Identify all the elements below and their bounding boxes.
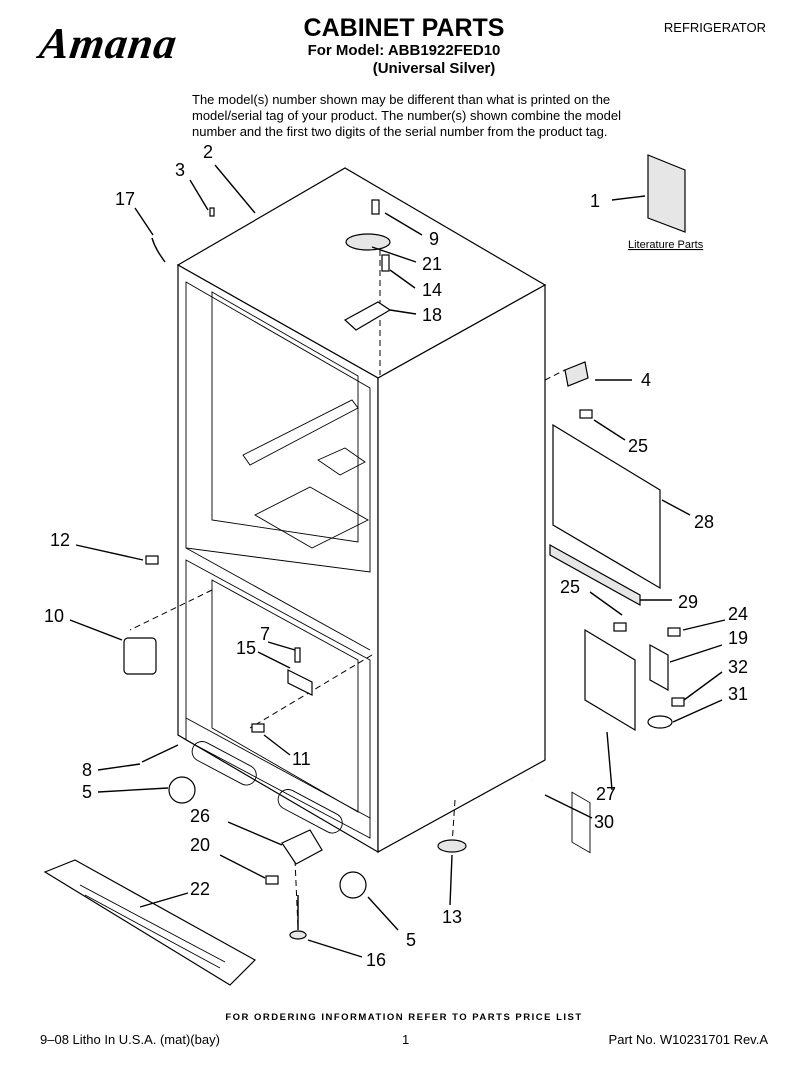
callout-30: 30	[594, 812, 614, 832]
callout-3: 3	[175, 160, 185, 180]
part-number: Part No. W10231701 Rev.A	[608, 1032, 768, 1047]
callout-10: 10	[44, 606, 64, 626]
callout-19: 19	[728, 628, 748, 648]
callout-31: 31	[728, 684, 748, 704]
leader-lines	[69, 164, 726, 958]
callout-17: 17	[115, 189, 135, 209]
literature-parts-label: Literature Parts	[628, 239, 704, 251]
callout-18: 18	[422, 305, 442, 325]
callout-26: 26	[190, 806, 210, 826]
callout-numbers: 1 2 3 4 5 5 7 8 9 10 11 12 13 14 15 16 1…	[44, 142, 748, 970]
callout-15: 15	[236, 638, 256, 658]
callout-24: 24	[728, 604, 748, 624]
callout-32: 32	[728, 657, 748, 677]
callout-7: 7	[260, 624, 270, 644]
callout-14: 14	[422, 280, 442, 300]
callout-16: 16	[366, 950, 386, 970]
print-info: 9–08 Litho In U.S.A. (mat)(bay)	[40, 1032, 220, 1047]
cabinet-body	[129, 167, 566, 929]
callout-28: 28	[694, 512, 714, 532]
callout-22: 22	[190, 879, 210, 899]
callout-11: 11	[292, 749, 311, 769]
callout-20: 20	[190, 835, 210, 855]
callout-2: 2	[203, 142, 213, 162]
page-title: CABINET PARTS	[303, 14, 505, 42]
page-number: 1	[402, 1032, 410, 1047]
component-parts	[43, 154, 686, 986]
product-category: REFRIGERATOR	[663, 20, 766, 35]
callout-13: 13	[442, 907, 462, 927]
callout-9: 9	[429, 229, 439, 249]
variant-line: (Universal Silver)	[372, 60, 496, 77]
callout-21: 21	[422, 254, 442, 274]
ordering-info: FOR ORDERING INFORMATION REFER TO PARTS …	[225, 1012, 583, 1023]
callout-5a: 5	[82, 782, 92, 802]
callout-12: 12	[50, 530, 70, 550]
callout-25b: 25	[560, 577, 580, 597]
model-number-note: The model(s) number shown may be differe…	[192, 92, 621, 139]
callout-4: 4	[641, 370, 651, 390]
callout-8: 8	[82, 760, 92, 780]
model-line: For Model: ABB1922FED10	[307, 42, 501, 59]
callout-29: 29	[678, 592, 698, 612]
callout-5b: 5	[406, 930, 416, 950]
callout-25a: 25	[628, 436, 648, 456]
callout-1: 1	[590, 191, 600, 211]
callout-27: 27	[596, 784, 616, 804]
